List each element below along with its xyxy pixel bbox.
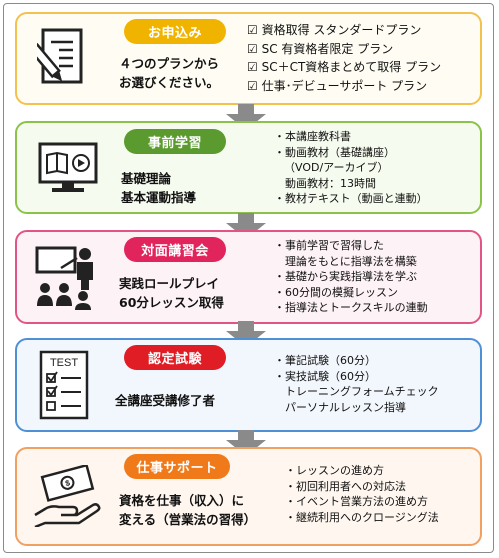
down-arrow-icon — [226, 104, 266, 130]
down-arrow-icon — [226, 213, 266, 239]
content-list: ・レッスンの進め方 ・初回利用者への対応法 ・イベント営業方法の進め方 ・継続利… — [285, 463, 439, 525]
list-item: （VOD/アーカイブ） — [284, 161, 389, 175]
main-line: 全講座受講修了者 — [115, 393, 216, 408]
test-checklist-icon: TEST — [39, 350, 89, 420]
step-title: お申込み — [124, 19, 226, 44]
down-arrow-icon — [226, 321, 266, 347]
step-exam: TEST 認定試験 全講座受講修了者 ・筆記試験（60分） ・実技試験（60分）… — [15, 338, 482, 432]
step-main-text: 実践ロールプレイ 60分レッスン取得 — [119, 274, 224, 312]
plan-item: ☑ 資格取得 スタンダードプラン — [247, 23, 422, 37]
list-item: ・イベント営業方法の進め方 — [285, 495, 428, 509]
step-title: 認定試験 — [124, 345, 226, 370]
money-hand-icon: $ — [34, 465, 101, 527]
plan-item: ☑ 仕事･デビューサポート プラン — [247, 78, 428, 93]
svg-text:$: $ — [64, 478, 71, 488]
step-apply: お申込み ４つのプランから お選びください。 ☑ 資格取得 スタンダードプラン … — [15, 12, 482, 105]
plan-list: ☑ 資格取得 スタンダードプラン ☑ SC 有資格者限定 プラン ☑ SC＋CT… — [247, 21, 441, 95]
main-line: 実践ロールプレイ — [119, 276, 220, 291]
list-item: ・実技試験（60分） — [274, 369, 376, 383]
step-title: 対面講習会 — [124, 237, 226, 262]
step-support: $ 仕事サポート 資格を仕事（収入）に 変える（営業法の習得） ・レッスンの進め… — [15, 447, 482, 546]
list-item: ・指導法とトークスキルの連動 — [274, 301, 428, 315]
checkbox-icon: ☑ — [247, 23, 258, 37]
main-line: お選びください。 — [119, 75, 220, 90]
content-list: ・筆記試験（60分） ・実技試験（60分） トレーニングフォームチェック パーソ… — [274, 353, 439, 415]
list-item: ・60分間の模擬レッスン — [274, 285, 398, 299]
list-item: ・継続利用へのクロージング法 — [285, 510, 439, 524]
step-main-text: 全講座受講修了者 — [115, 391, 215, 410]
checkbox-icon: ☑ — [247, 41, 258, 56]
list-item: ・基礎から実践指導法を学ぶ — [274, 270, 417, 284]
step-title: 仕事サポート — [124, 454, 230, 479]
list-item: ・事前学習で習得した — [274, 239, 384, 252]
video-lesson-monitor-icon — [38, 142, 98, 192]
main-line: 変える（営業法の習得） — [119, 512, 257, 527]
list-item: ・本講座教科書 — [274, 130, 351, 143]
plan-item: ☑ SC 有資格者限定 プラン — [247, 41, 394, 56]
main-line: ４つのプランから — [119, 56, 220, 71]
list-item: トレーニングフォームチェック — [285, 385, 439, 399]
step-main-text: 基礎理論 基本運動指導 — [121, 169, 196, 207]
main-line: 基礎理論 — [121, 171, 172, 186]
list-item: ・筆記試験（60分） — [274, 354, 376, 367]
list-item: ・レッスンの進め方 — [285, 464, 384, 477]
main-line: 基本運動指導 — [121, 190, 197, 205]
content-list: ・事前学習で習得した 理論をもとに指導法を構築 ・基礎から実践指導法を学ぶ ・6… — [274, 238, 428, 316]
main-line: 60分レッスン取得 — [119, 295, 224, 310]
list-item: ・初回利用者への対応法 — [285, 479, 406, 493]
list-item: 理論をもとに指導法を構築 — [285, 254, 417, 268]
down-arrow-icon — [226, 430, 266, 456]
step-title: 事前学習 — [124, 129, 226, 154]
list-item: ・動画教材（基礎講座） — [274, 145, 395, 159]
application-form-pen-icon — [37, 28, 83, 84]
plan-item: ☑ SC＋CT資格まとめて取得 プラン — [247, 60, 442, 74]
step-main-text: 資格を仕事（収入）に 変える（営業法の習得） — [119, 491, 256, 529]
diagram-frame — [3, 3, 494, 553]
step-prestudy: 事前学習 基礎理論 基本運動指導 ・本講座教科書 ・動画教材（基礎講座） （VO… — [15, 121, 482, 214]
main-line: 資格を仕事（収入）に — [119, 493, 245, 508]
list-item: ・教材テキスト（動画と連動） — [274, 192, 428, 206]
list-item: 動画教材：13時間 — [285, 176, 376, 190]
checkbox-icon: ☑ — [247, 60, 258, 74]
list-item: パーソナルレッスン指導 — [285, 400, 406, 414]
svg-text:TEST: TEST — [50, 357, 78, 369]
checkbox-icon: ☑ — [247, 78, 258, 93]
step-inperson: 対面講習会 実践ロールプレイ 60分レッスン取得 ・事前学習で習得した 理論をも… — [15, 230, 482, 324]
content-list: ・本講座教科書 ・動画教材（基礎講座） （VOD/アーカイブ） 動画教材：13時… — [274, 129, 428, 207]
step-main-text: ４つのプランから お選びください。 — [119, 54, 219, 92]
classroom-teacher-icon — [35, 246, 93, 310]
